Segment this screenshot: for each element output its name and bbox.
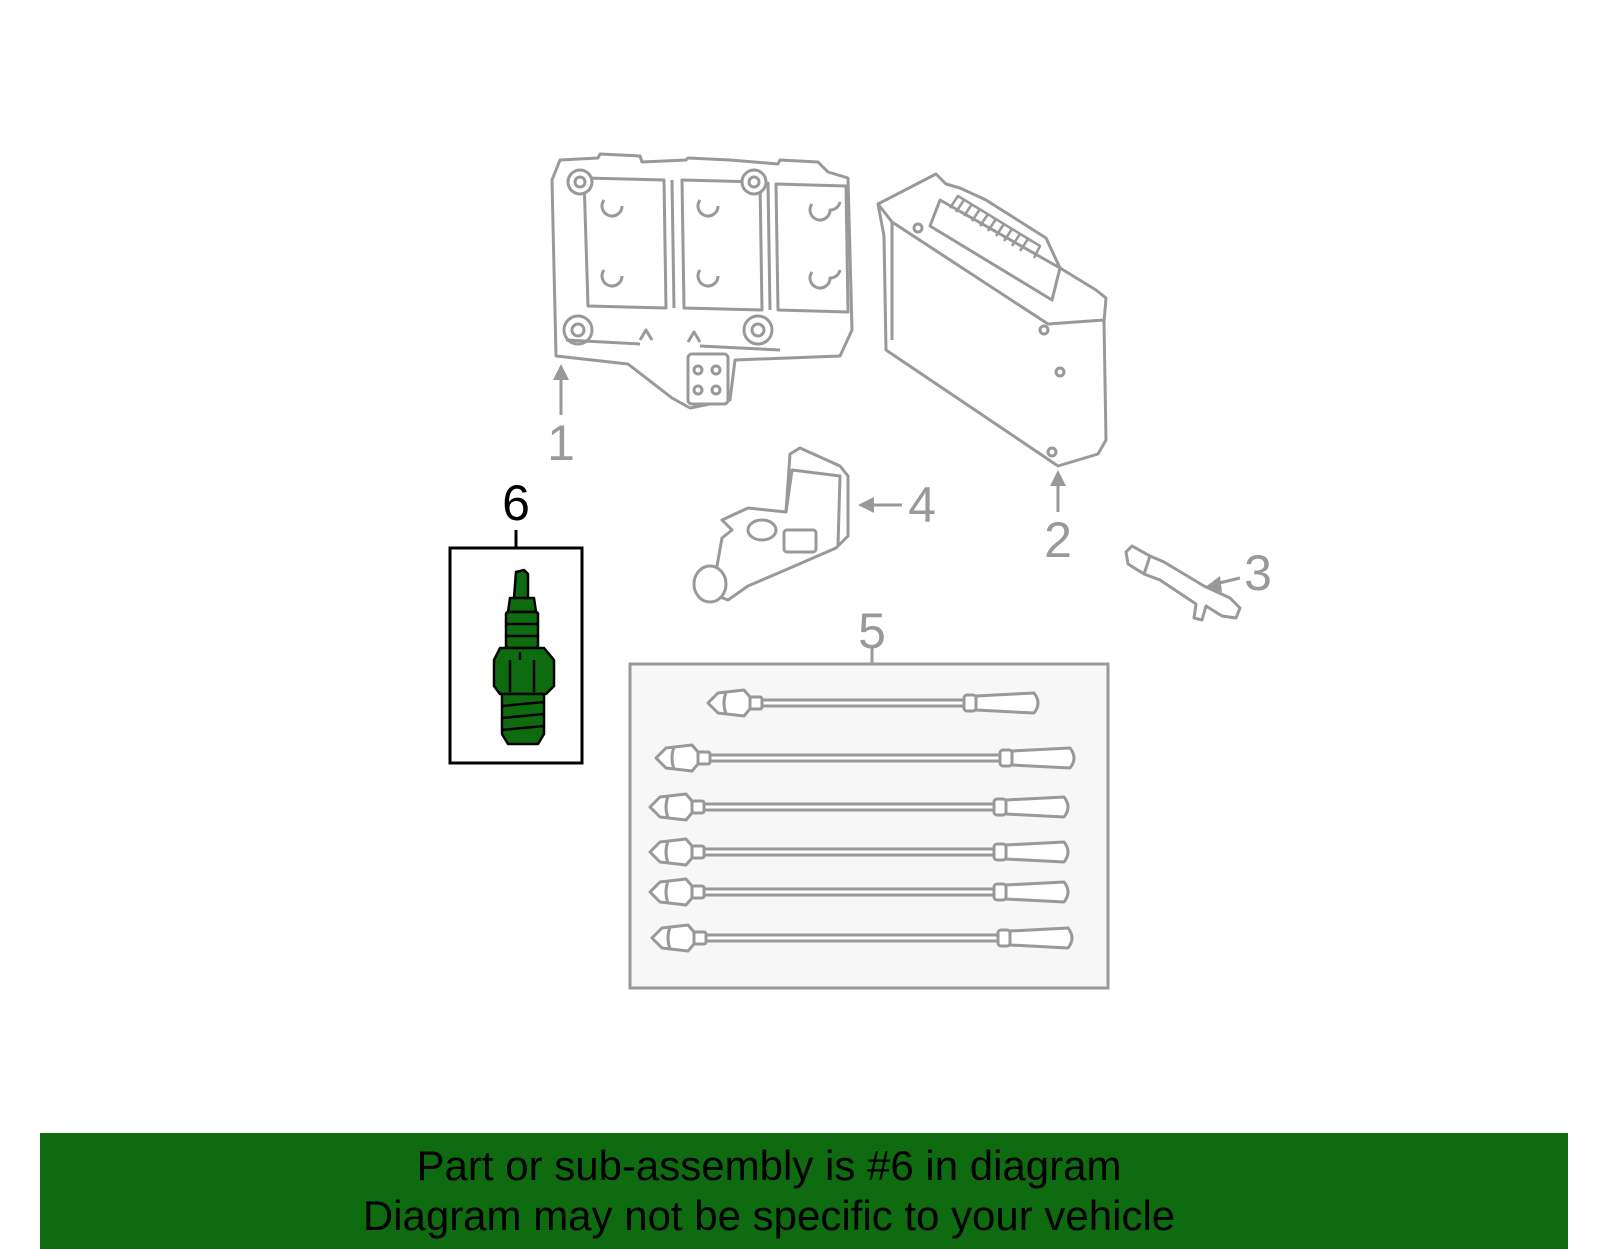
part-5-spark-plug-wire-set[interactable] <box>648 688 1076 953</box>
callout-number-2[interactable]: 2 <box>1044 512 1072 568</box>
callout-number-3[interactable]: 3 <box>1244 545 1272 601</box>
callout-number-4[interactable]: 4 <box>908 477 936 533</box>
spark-plug-wire[interactable] <box>648 792 1070 822</box>
footer-line-2: Diagram may not be specific to your vehi… <box>362 1192 1176 1239</box>
part-1-ignition-coil[interactable] <box>550 152 854 410</box>
callout-number-6[interactable]: 6 <box>502 475 530 531</box>
part-4-crank-sensor[interactable] <box>692 446 850 604</box>
callout-4-leader <box>858 497 902 513</box>
callout-2-leader <box>1050 470 1066 512</box>
spark-plug-wire[interactable] <box>648 877 1070 907</box>
footer-notice: Part or sub-assembly is #6 in diagram Di… <box>40 1133 1568 1249</box>
spark-plug-wire[interactable] <box>648 837 1070 867</box>
footer-line-1: Part or sub-assembly is #6 in diagram <box>416 1142 1122 1189</box>
callout-3-leader <box>1204 576 1241 592</box>
part-3-knock-sensor[interactable] <box>1124 544 1242 622</box>
callout-1-leader <box>553 364 569 415</box>
part-6-spark-plug[interactable] <box>492 568 556 746</box>
callout-number-5[interactable]: 5 <box>858 603 886 659</box>
spark-plug-wire[interactable] <box>706 688 1040 718</box>
footer-bar <box>40 1133 1568 1249</box>
spark-plug-wire[interactable] <box>650 923 1074 953</box>
callout-number-1[interactable]: 1 <box>547 415 575 471</box>
part-2-ignition-module[interactable] <box>876 172 1108 468</box>
spark-plug-wire[interactable] <box>654 743 1076 773</box>
